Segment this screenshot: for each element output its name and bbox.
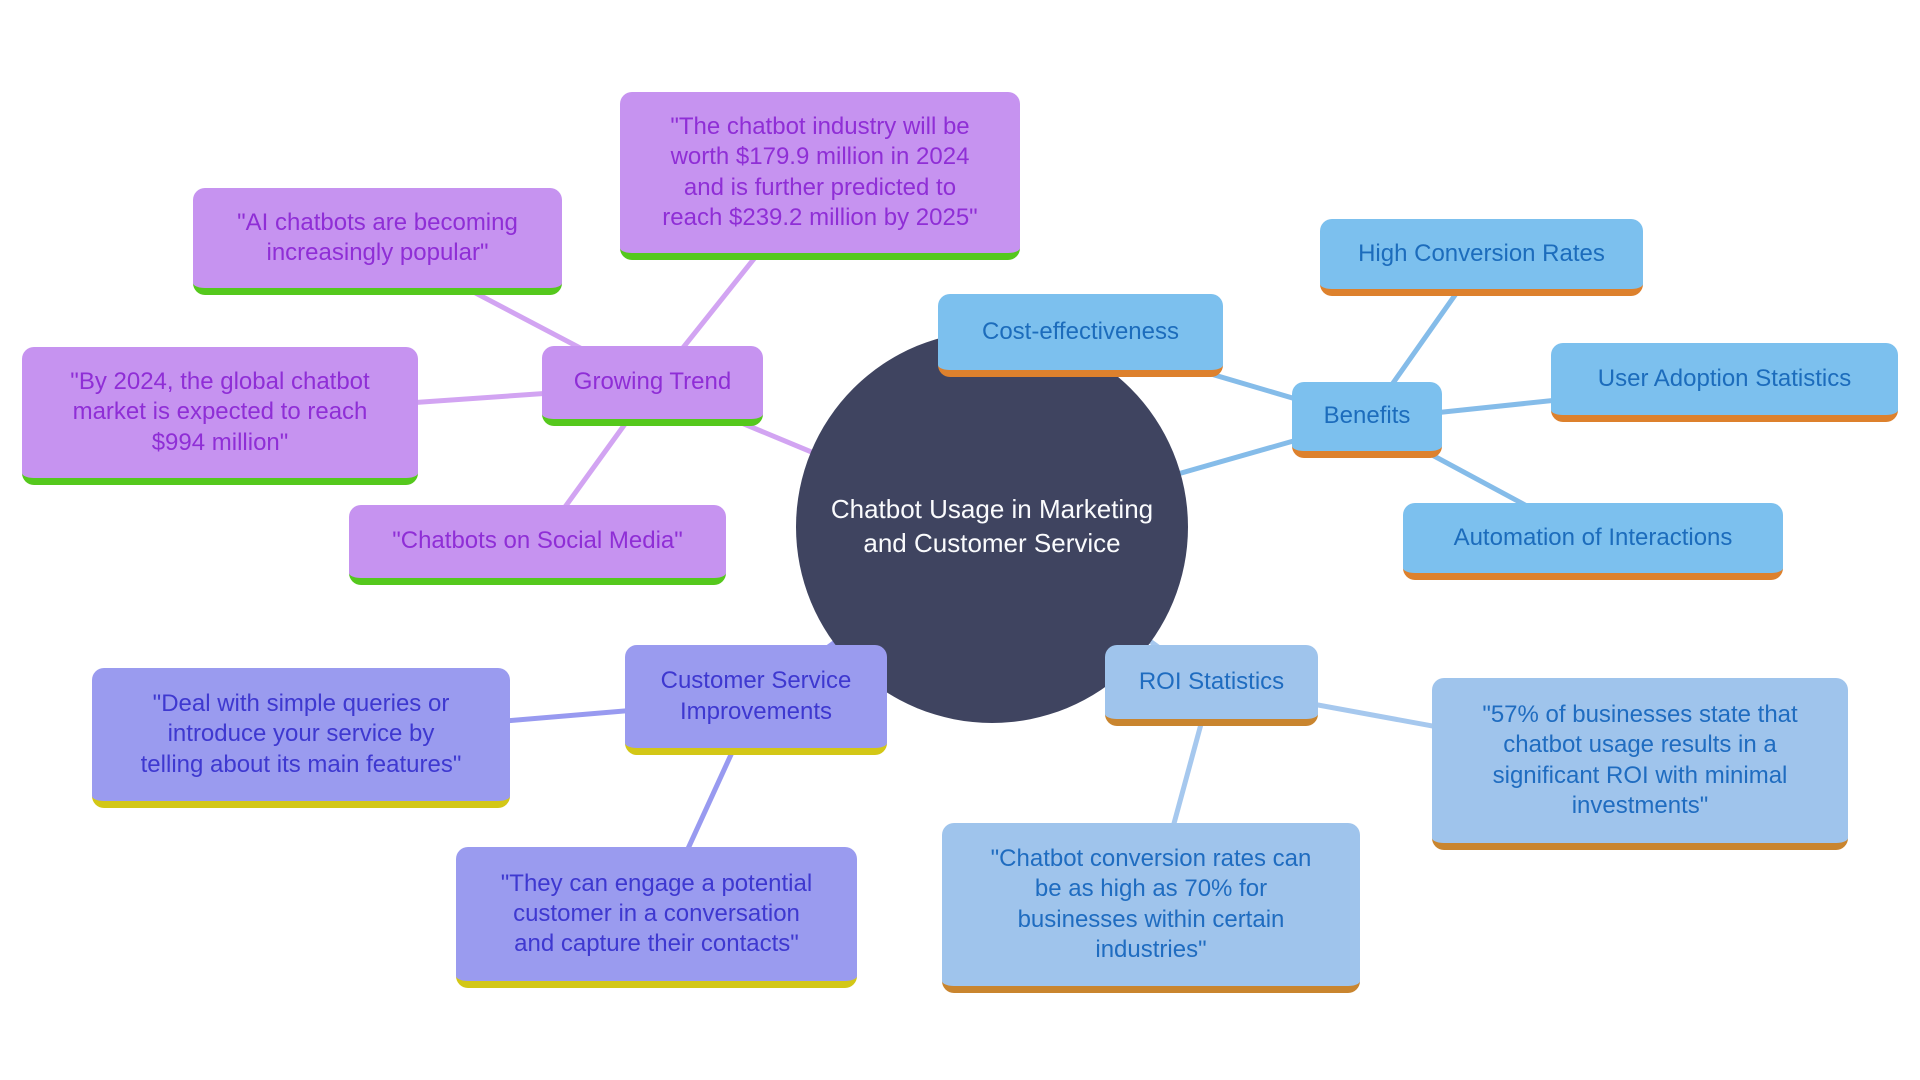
node-ai-chatbots-popular[interactable]: "AI chatbots are becoming increasingly p…	[193, 188, 562, 295]
node-growing-trend[interactable]: Growing Trend	[542, 346, 763, 426]
node-high-conversion-rates[interactable]: High Conversion Rates	[1320, 219, 1643, 296]
node-label: "Chatbots on Social Media"	[392, 527, 683, 555]
node-label: "They can engage a potential customer in…	[500, 869, 813, 958]
node-user-adoption-statistics[interactable]: User Adoption Statistics	[1551, 343, 1898, 422]
node-roi-statistics[interactable]: ROI Statistics	[1105, 645, 1318, 726]
node-label: Automation of Interactions	[1453, 523, 1733, 551]
node-automation-of-interactions[interactable]: Automation of Interactions	[1403, 503, 1783, 580]
node-industry-worth-quote[interactable]: "The chatbot industry will be worth $179…	[620, 92, 1020, 260]
node-label: "AI chatbots are becoming increasingly p…	[237, 208, 518, 266]
node-label: Customer Service Improvements	[660, 667, 852, 725]
node-deal-simple-queries-quote[interactable]: "Deal with simple queries or introduce y…	[92, 668, 510, 808]
node-label: Benefits	[1323, 402, 1411, 430]
node-label: "Chatbot conversion rates can be as high…	[990, 845, 1312, 963]
node-70-percent-conversion-quote[interactable]: "Chatbot conversion rates can be as high…	[942, 823, 1360, 993]
node-label: User Adoption Statistics	[1597, 364, 1852, 392]
node-label: "The chatbot industry will be worth $179…	[662, 113, 978, 231]
node-customer-service-improvements[interactable]: Customer Service Improvements	[625, 645, 887, 755]
node-label: "By 2024, the global chatbot market is e…	[70, 368, 370, 456]
node-cost-effectiveness[interactable]: Cost-effectiveness	[938, 294, 1223, 377]
node-engage-potential-customer-quote[interactable]: "They can engage a potential customer in…	[456, 847, 857, 988]
node-label: Growing Trend	[573, 368, 732, 396]
node-label: "57% of businesses state that chatbot us…	[1482, 701, 1798, 819]
node-market-994-million-quote[interactable]: "By 2024, the global chatbot market is e…	[22, 347, 418, 485]
node-57-percent-roi-quote[interactable]: "57% of businesses state that chatbot us…	[1432, 678, 1848, 850]
node-label: High Conversion Rates	[1358, 239, 1605, 267]
node-label: ROI Statistics	[1138, 667, 1285, 695]
node-label: Cost-effectiveness	[982, 317, 1179, 345]
central-topic-label: Chatbot Usage in Marketing and Customer …	[830, 494, 1154, 558]
node-chatbots-social-media[interactable]: "Chatbots on Social Media"	[349, 505, 726, 585]
node-label: "Deal with simple queries or introduce y…	[140, 690, 462, 778]
node-benefits[interactable]: Benefits	[1292, 382, 1442, 458]
